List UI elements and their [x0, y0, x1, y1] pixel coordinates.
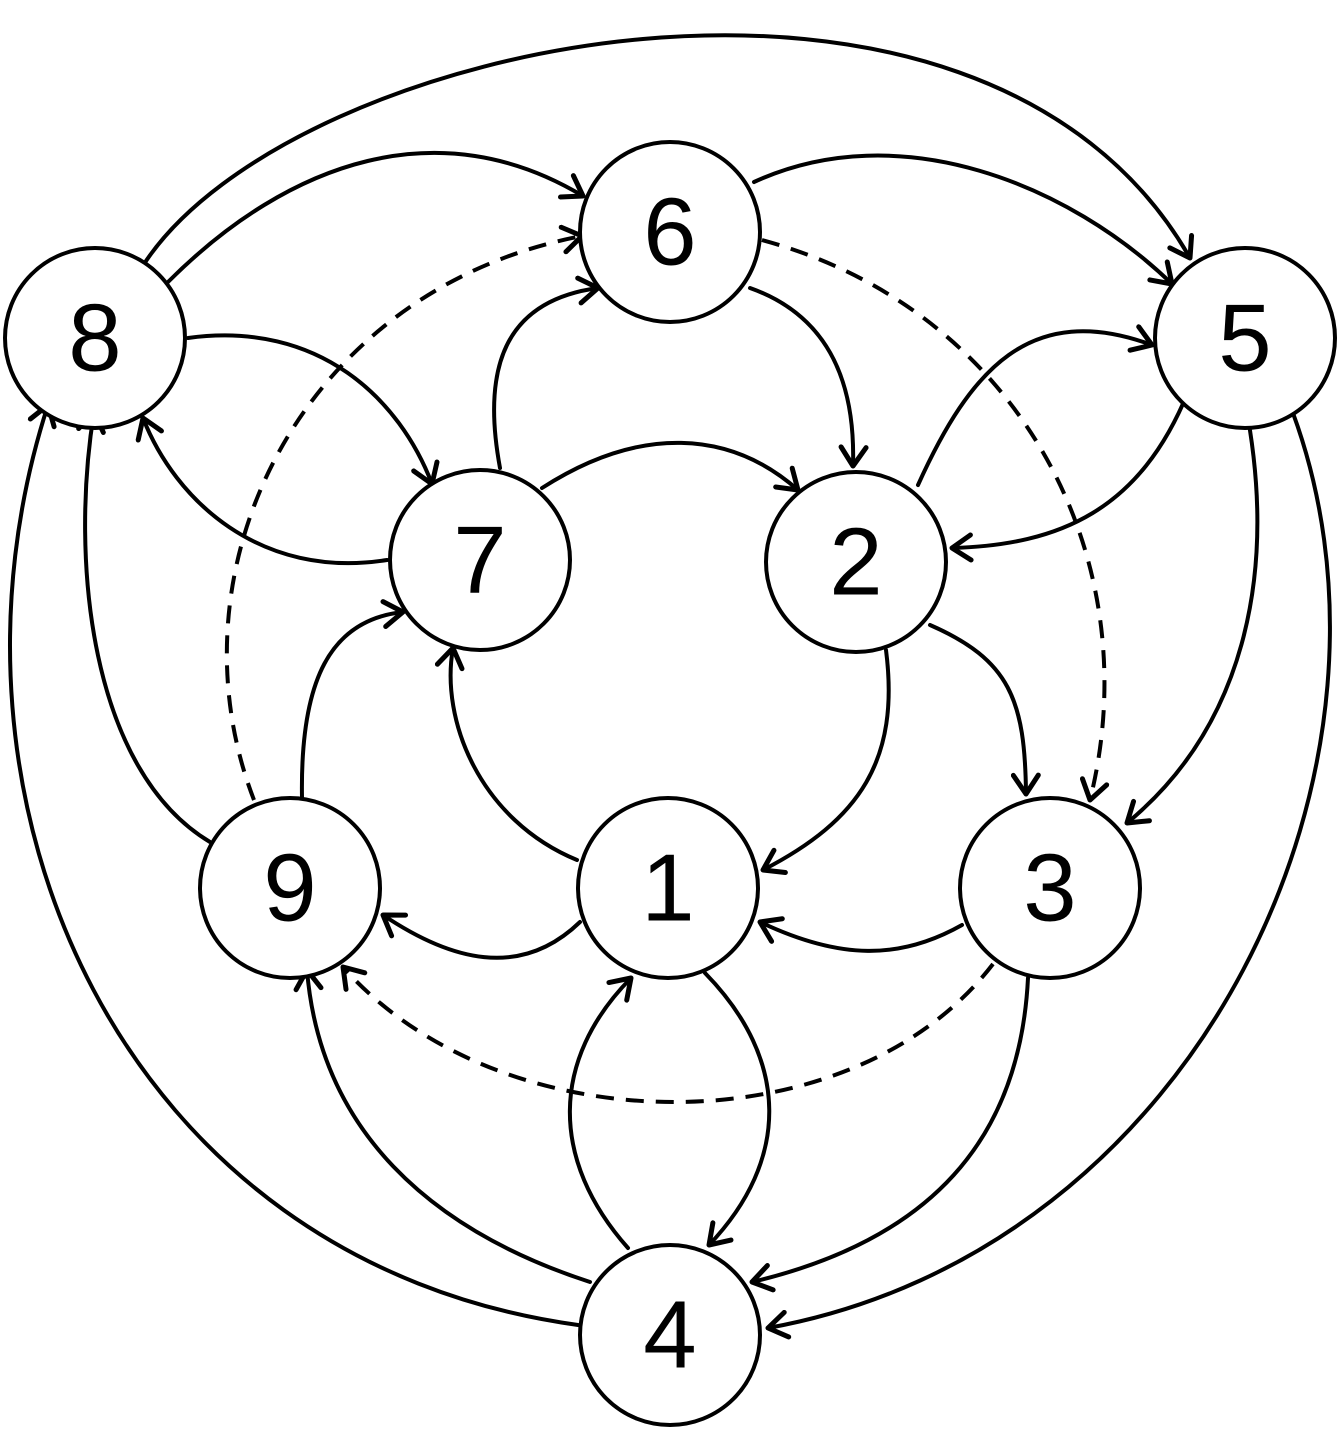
edge-2-to-1 [760, 648, 891, 876]
edge-8-to-5 [142, 33, 1195, 266]
node-6: 6 [578, 140, 762, 324]
edge-5-to-2 [949, 390, 1190, 563]
edge-2-to-5 [916, 324, 1155, 487]
edge-5-to-3 [1124, 400, 1260, 826]
edge-3-to-4 [749, 976, 1030, 1293]
edge-4-to-1 [567, 975, 634, 1250]
node-1: 1 [576, 796, 760, 980]
node-2-label: 2 [829, 509, 882, 616]
node-3: 3 [958, 796, 1142, 980]
edge-4-to-8 [8, 402, 580, 1327]
node-8-label: 8 [68, 285, 121, 392]
node-9: 9 [198, 796, 382, 980]
node-4-label: 4 [643, 1282, 696, 1389]
edge-7-to-6 [492, 275, 601, 470]
node-7: 7 [388, 468, 572, 652]
edge-1-to-9 [380, 912, 582, 960]
edge-5-to-4 [765, 398, 1332, 1340]
node-2: 2 [764, 470, 948, 654]
node-5-label: 5 [1218, 285, 1271, 392]
edge-1-to-7 [434, 645, 579, 862]
node-1-label: 1 [641, 835, 694, 942]
node-8: 8 [3, 246, 187, 430]
edge-8-to-6 [166, 150, 586, 284]
node-3-label: 3 [1023, 835, 1076, 942]
edge-7-to-2 [540, 440, 801, 493]
edge-1-to-4 [703, 971, 772, 1248]
edge-4-to-9 [293, 967, 592, 1284]
edge-9-to-6 [224, 224, 585, 801]
edges-layer [8, 33, 1332, 1340]
edge-3-to-1 [757, 916, 964, 953]
node-9-label: 9 [263, 835, 316, 942]
edge-8-to-7 [186, 333, 440, 487]
node-6-label: 6 [643, 179, 696, 286]
edge-3-to-9 [340, 962, 995, 1104]
edge-6-to-3 [761, 238, 1110, 803]
edge-9-to-7 [299, 599, 406, 800]
edge-9-to-8 [76, 409, 212, 844]
node-4: 4 [578, 1243, 762, 1427]
edge-7-to-8 [135, 415, 389, 566]
edge-6-to-2 [748, 286, 869, 469]
edge-2-to-3 [928, 623, 1041, 797]
node-5: 5 [1153, 246, 1337, 430]
node-7-label: 7 [453, 507, 506, 614]
nodes-layer: 1 2 3 4 5 6 7 8 [3, 140, 1337, 1427]
edge-6-to-5 [752, 153, 1175, 287]
